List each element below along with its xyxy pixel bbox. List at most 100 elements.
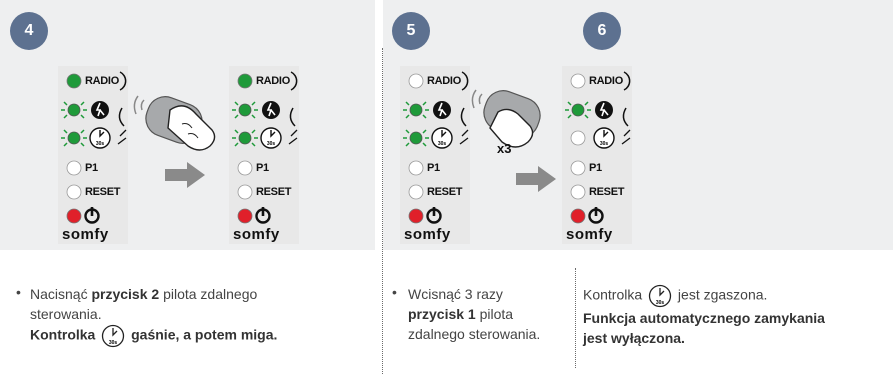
caption-text: Wcisnąć 3 razy [408,286,503,302]
timer-30s-icon [89,127,111,149]
power-led [408,208,424,224]
power-led [237,208,253,224]
panel-graphics: 30s [232,71,298,224]
pedestrian-led [238,103,252,117]
step-badge-4: 4 [10,12,48,50]
svg-text:30s: 30s [109,340,118,346]
p1-label: P1 [427,162,440,174]
blink-rays-icon [403,101,429,119]
arrow-right-icon [516,166,556,192]
step6-caption: Kontrolka 30s jest zgaszona. Funkcja aut… [583,284,888,348]
blink-rays-icon [61,101,87,119]
brand-logo: somfy [233,226,280,243]
caption-bold: przycisk 1 [408,306,476,322]
step5-caption: Wcisnąć 3 razy przycisk 1 pilota zdalneg… [408,284,573,344]
reset-label: RESET [85,186,121,198]
p1-label: P1 [589,162,602,174]
radio-label: RADIO [256,75,290,87]
caption-text: jest zgaszona. [674,286,768,303]
p1-label: P1 [256,162,269,174]
bullet: • [392,284,397,300]
p1-led [408,160,424,176]
blink-rays-icon [565,101,591,119]
p1-led [66,160,82,176]
reset-label: RESET [256,186,292,198]
radio-led [66,73,82,89]
control-panel-step4-after: 30s RADIO P1 RESET somfy [229,66,299,244]
timer-30s-icon: 30s [648,284,672,308]
step-badge-6: 6 [583,12,621,50]
reset-led [237,184,253,200]
panel-graphics: 30s [61,71,127,224]
reset-led [408,184,424,200]
power-led [570,208,586,224]
step-badge-5: 5 [392,12,430,50]
p1-led [237,160,253,176]
blink-rays-icon [232,101,258,119]
blink-rays-icon [403,129,429,147]
svg-text:30s: 30s [600,141,609,147]
caption-text: Kontrolka [583,286,647,303]
reset-led [570,184,586,200]
timer-led [238,131,252,145]
radio-led [570,73,586,89]
caption-text: Nacisnąć [30,286,92,302]
panel-graphics: 30s [565,71,631,224]
reset-led [66,184,82,200]
timer-led [409,131,423,145]
divider-step5-step6 [575,268,576,368]
step4-caption: Nacisnąć przycisk 2 pilota zdalnego ster… [30,284,370,348]
blink-rays-icon [61,129,87,147]
pedestrian-led [409,103,423,117]
bullet: • [16,284,21,300]
svg-text:30s: 30s [267,141,276,147]
radio-led [237,73,253,89]
radio-label: RADIO [85,75,119,87]
radio-label: RADIO [589,75,623,87]
panel-graphics: 30s [403,71,469,224]
timer-30s-icon [260,127,282,149]
arrow-right-icon [165,162,205,188]
brand-logo: somfy [566,226,613,243]
caption-bold: jest wyłączona. [583,330,685,346]
control-panel-step4-before: 30s RADIO P1 RESET somfy [58,66,128,244]
remote-hand-step5-icon [471,89,541,148]
p1-led [570,160,586,176]
svg-text:30s: 30s [656,300,665,306]
caption-text: zdalnego sterowania. [408,326,541,342]
timer-led [570,130,586,146]
power-led [66,208,82,224]
timer-30s-icon: 30s [102,324,125,348]
antenna-icon [623,71,631,91]
divider-step4-step5 [382,48,383,374]
caption-text: pilota zdalnego [159,286,258,302]
svg-text:30s: 30s [438,141,447,147]
control-panel-step5: 30s RADIO P1 RESET somfy [400,66,470,244]
reset-label: RESET [427,186,463,198]
svg-text:30s: 30s [96,141,105,147]
antenna-icon [119,71,127,91]
antenna-icon [461,71,469,91]
timer-led [67,131,81,145]
caption-bold: gaśnie, a potem miga. [127,326,278,343]
p1-label: P1 [85,162,98,174]
pedestrian-led [67,103,81,117]
brand-logo: somfy [404,226,451,243]
caption-bold: Kontrolka [30,326,100,343]
timer-30s-icon [593,127,615,149]
caption-text: pilota [475,306,514,322]
reset-label: RESET [589,186,625,198]
timer-30s-icon [431,127,453,149]
blink-rays-icon [232,129,258,147]
antenna-icon [290,71,298,91]
press-count-label: x3 [497,141,512,156]
caption-bold: przycisk 2 [91,286,160,302]
caption-bold: Funkcja automatycznego zamykania [583,310,825,326]
radio-label: RADIO [427,75,461,87]
caption-text: sterowania. [30,306,102,322]
brand-logo: somfy [62,226,109,243]
pedestrian-led [571,103,585,117]
radio-led [408,73,424,89]
control-panel-step6: 30s RADIO P1 RESET somfy [562,66,632,244]
remote-hand-step4-icon [133,95,216,151]
